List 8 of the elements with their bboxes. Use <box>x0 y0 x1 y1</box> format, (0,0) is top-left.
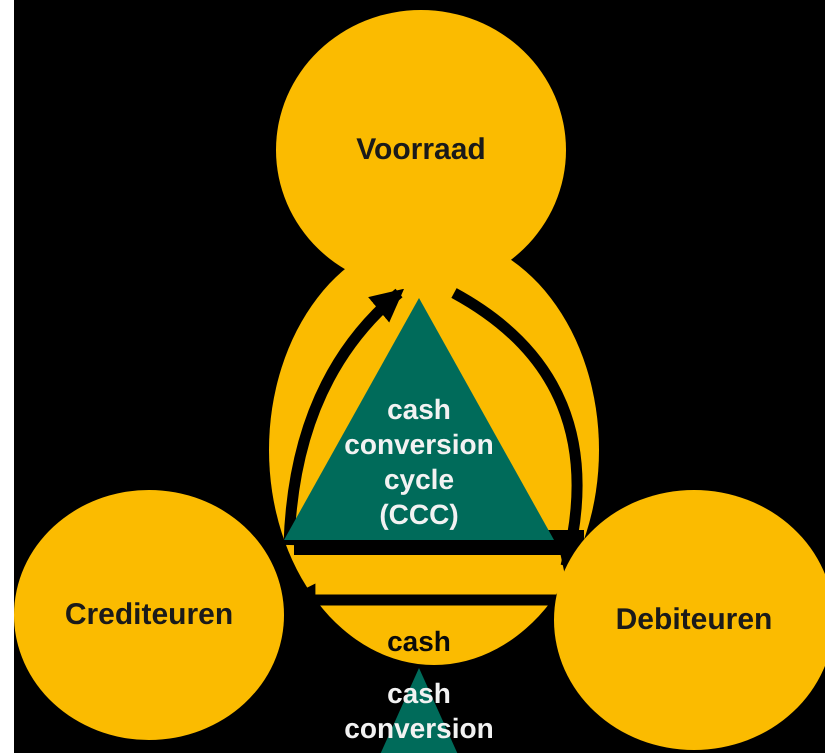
node-label: Voorraad <box>356 133 486 167</box>
node-label: cash conversion <box>343 677 495 746</box>
node-label: cash conversion cycle (CCC) <box>344 393 494 532</box>
node-label: Debiteuren <box>616 603 772 637</box>
arrow <box>284 288 404 546</box>
node-label: cash <box>387 625 451 659</box>
node-label: Crediteuren <box>64 598 234 632</box>
triangle-node <box>284 298 554 540</box>
